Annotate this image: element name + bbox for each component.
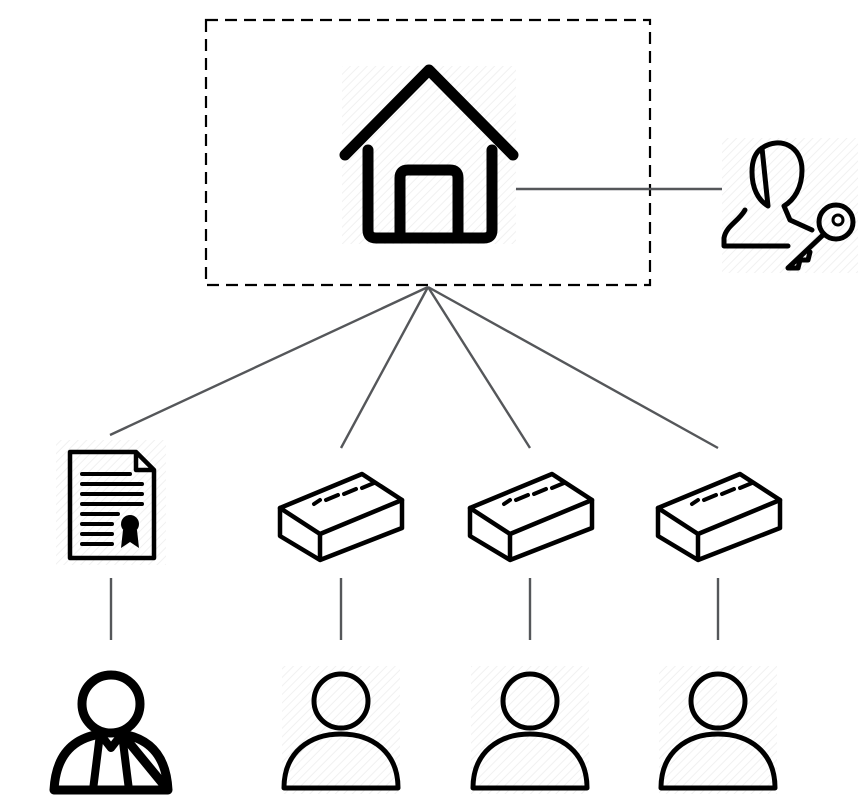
edge-house-brick-3: [427, 285, 719, 450]
house-icon: [339, 64, 519, 244]
connectors: [109, 187, 732, 640]
person-icon: [281, 666, 401, 794]
user-key-icon: [721, 138, 858, 273]
person-icon: [658, 666, 778, 794]
certificate-icon: [56, 440, 166, 565]
house-container-box: [204, 18, 652, 287]
edge-house-certificate: [109, 285, 429, 437]
brick-icon: [277, 471, 405, 563]
edge-house-brick-1: [339, 286, 430, 449]
brick-icon: [467, 471, 595, 563]
edge-house-brick-2: [426, 286, 532, 449]
brick-icon: [655, 471, 783, 563]
person-icon: [470, 666, 590, 794]
lawyer-icon: [49, 670, 173, 795]
